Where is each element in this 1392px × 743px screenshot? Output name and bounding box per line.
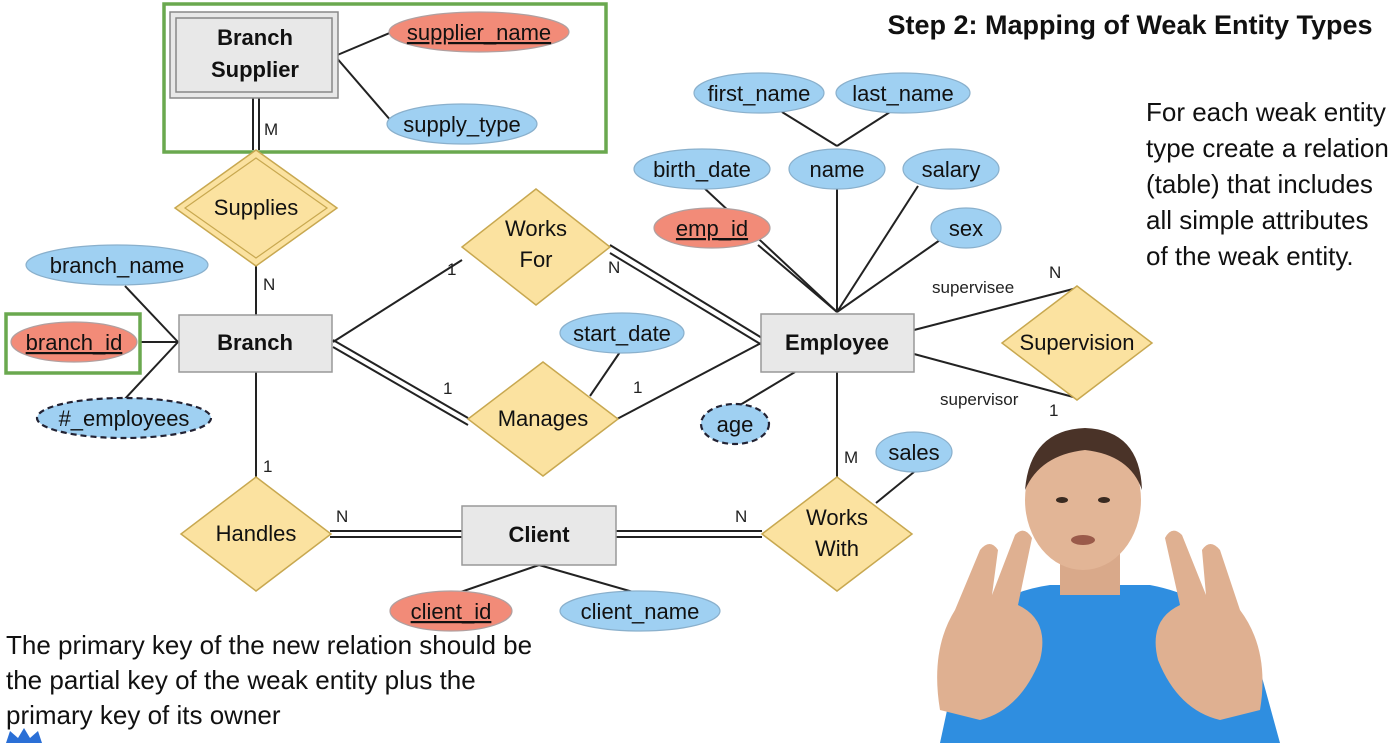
card-manages-left: 1 <box>443 379 452 398</box>
attr-supply-type: supply_type <box>386 103 538 145</box>
presenter-right-hand <box>1155 530 1263 720</box>
card-supervision-top: N <box>1049 263 1061 282</box>
card-works-for-right: N <box>608 258 620 277</box>
attr-client-id: client_id <box>389 590 513 632</box>
relationship-manages: Manages <box>466 361 620 477</box>
bottom-note: The primary key of the new relation shou… <box>6 630 533 730</box>
presenter-left-hand <box>937 530 1043 720</box>
attr-client-name: client_name <box>559 590 721 632</box>
svg-text:salary: salary <box>922 157 981 182</box>
relationship-supervision: Supervision <box>1000 285 1154 401</box>
crown-logo-icon <box>6 728 42 743</box>
relationship-works-with: Works With <box>760 476 914 592</box>
entity-client: Client <box>461 505 617 566</box>
attr-num-employees: #_employees <box>35 396 213 440</box>
svg-text:birth_date: birth_date <box>653 157 751 182</box>
attr-sex: sex <box>930 207 1002 249</box>
attr-age: age <box>699 402 771 446</box>
svg-text:branch_name: branch_name <box>50 253 185 278</box>
highlight-box-branch-id <box>4 312 142 375</box>
card-works-for-left: 1 <box>447 260 456 279</box>
attr-supplier-name: supplier_name <box>388 11 570 53</box>
entity-label-line1: Branch <box>217 25 293 50</box>
attr-branch-name: branch_name <box>25 244 209 286</box>
svg-text:start_date: start_date <box>573 321 671 346</box>
card-works-with-left: N <box>735 507 747 526</box>
attr-sales: sales <box>875 431 953 473</box>
relationship-label-line2: With <box>815 536 859 561</box>
svg-text:Manages: Manages <box>498 406 589 431</box>
attr-salary: salary <box>902 148 1000 190</box>
entity-label: Branch <box>217 330 293 355</box>
attr-birth-date: birth_date <box>633 148 771 190</box>
presenter-mouth <box>1071 535 1095 545</box>
presenter-hair <box>1025 428 1142 490</box>
card-manages-right: 1 <box>633 378 642 397</box>
svg-text:#_employees: #_employees <box>59 406 190 431</box>
entity-branch-supplier: Branch Supplier <box>169 11 339 99</box>
presenter-eye-right <box>1098 497 1110 503</box>
presenter-head <box>1025 430 1141 570</box>
slide-title: Step 2: Mapping of Weak Entity Types <box>887 10 1373 40</box>
role-supervisor: supervisor <box>940 390 1019 409</box>
card-supplies-top: M <box>264 120 278 139</box>
svg-text:supply_type: supply_type <box>403 112 520 137</box>
presenter-video-overlay <box>937 428 1280 743</box>
svg-text:sex: sex <box>949 216 983 241</box>
entity-label: Client <box>508 522 570 547</box>
card-handles-right: N <box>336 507 348 526</box>
card-handles-top: 1 <box>263 457 272 476</box>
side-note: For each weak entity type create a relat… <box>1146 97 1389 271</box>
svg-text:supplier_name: supplier_name <box>407 20 551 45</box>
card-supervision-bottom: 1 <box>1049 401 1058 420</box>
relationship-label-line2: For <box>520 247 553 272</box>
cardinality-labels: M N 1 N 1 1 1 N N M N 1 supervisee super… <box>263 120 1061 526</box>
svg-text:client_name: client_name <box>581 599 700 624</box>
entity-branch: Branch <box>178 314 333 373</box>
svg-text:sales: sales <box>888 440 939 465</box>
svg-text:age: age <box>717 412 754 437</box>
attr-start-date: start_date <box>559 312 685 354</box>
card-works-with-top: M <box>844 448 858 467</box>
role-supervisee: supervisee <box>932 278 1014 297</box>
entity-employee: Employee <box>760 313 915 373</box>
svg-text:client_id: client_id <box>411 599 492 624</box>
relationship-works-for: Works For <box>460 188 612 306</box>
svg-text:Supervision: Supervision <box>1020 330 1135 355</box>
relationship-supplies: Supplies <box>173 149 339 267</box>
entity-label-line2: Supplier <box>211 57 299 82</box>
svg-text:last_name: last_name <box>852 81 954 106</box>
attr-branch-id: branch_id <box>10 321 138 363</box>
attr-last-name: last_name <box>835 72 971 114</box>
svg-text:emp_id: emp_id <box>676 216 748 241</box>
attr-first-name: first_name <box>693 72 825 114</box>
presenter-eye-left <box>1056 497 1068 503</box>
total-participation-lines <box>252 96 763 538</box>
svg-text:first_name: first_name <box>708 81 811 106</box>
svg-text:name: name <box>809 157 864 182</box>
entity-label: Employee <box>785 330 889 355</box>
relationship-label-line1: Works <box>806 505 868 530</box>
relationship-label-line1: Works <box>505 216 567 241</box>
card-supplies-bottom: N <box>263 275 275 294</box>
svg-text:Handles: Handles <box>216 521 297 546</box>
svg-text:branch_id: branch_id <box>26 330 123 355</box>
relationship-handles: Handles <box>179 476 333 592</box>
attr-emp-id: emp_id <box>653 207 771 249</box>
svg-text:Supplies: Supplies <box>214 195 298 220</box>
highlight-box-branch-supplier <box>162 2 608 154</box>
attr-name: name <box>788 148 886 190</box>
